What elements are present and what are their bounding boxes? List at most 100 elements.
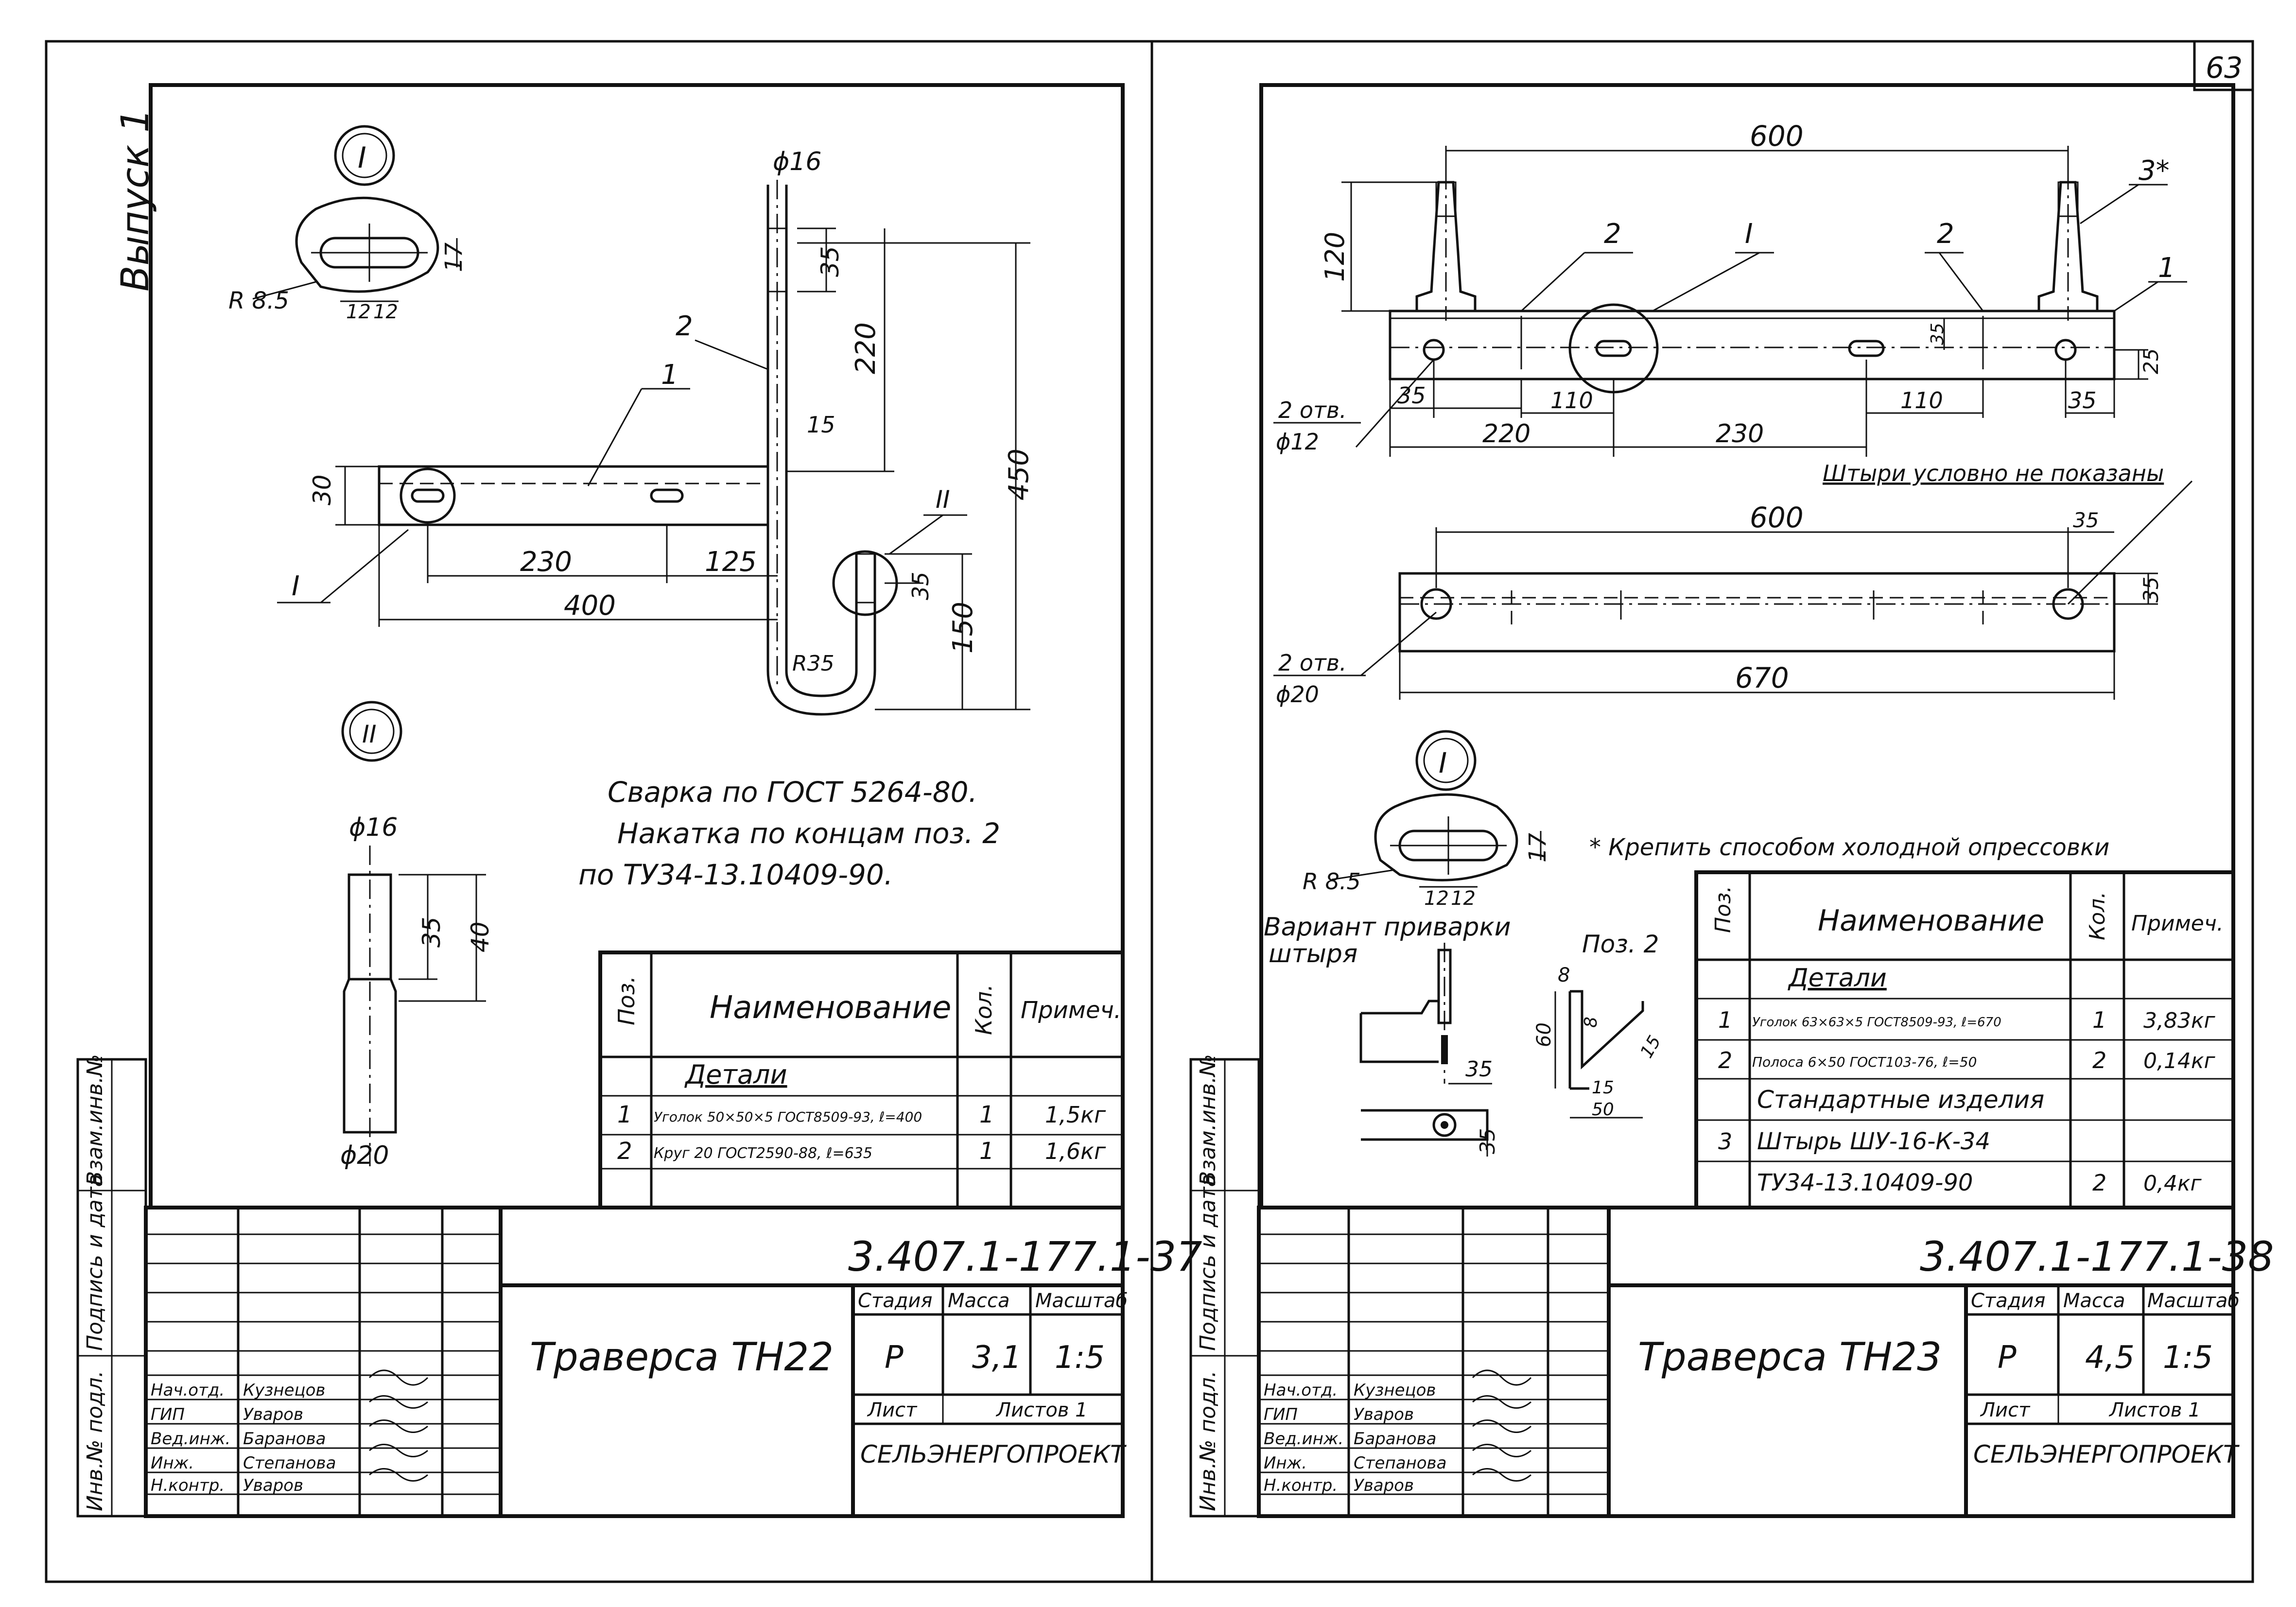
- table-cell: 3,83кг: [2143, 1008, 2216, 1033]
- table-cell: 1: [979, 1101, 994, 1128]
- stamp-label: Листов 1: [995, 1399, 1088, 1421]
- name-label: Степанова: [1354, 1453, 1446, 1473]
- note-line: Поз. 2: [1582, 930, 1659, 958]
- view-I-detail-right: I 17 R 8.5 12 12: [1303, 730, 1551, 910]
- dim-label: 600: [1750, 501, 1804, 534]
- stamp-value: 3,1: [972, 1340, 1022, 1376]
- name-label: Уваров: [243, 1476, 303, 1495]
- table-cell: 1: [2092, 1007, 2106, 1033]
- table-section: Детали: [684, 1059, 787, 1090]
- dim-label: 35: [2139, 577, 2163, 603]
- view-label: I: [1439, 746, 1447, 779]
- table-cell: Уголок 50×50×5 ГОСТ8509-93, ℓ=400: [654, 1109, 922, 1125]
- signature: [1472, 1369, 1532, 1386]
- stamp-label: Стадия: [858, 1290, 932, 1312]
- dim-label: 35: [1465, 1057, 1493, 1082]
- signature: [1472, 1468, 1531, 1482]
- note-line: Штыри условно не показаны: [1823, 460, 2164, 486]
- dim-label: 17: [1524, 832, 1551, 863]
- drawing-title: Траверса ТН22: [530, 1334, 834, 1380]
- table-cell: 1,6кг: [1045, 1138, 1106, 1164]
- dim-label: ϕ16: [773, 147, 821, 176]
- role-label: Вед.инж.: [1264, 1429, 1343, 1449]
- table-cell: 1: [979, 1138, 994, 1165]
- left-sheet: Инв.№ подл. Подпись и дата Взам.инв.№ I …: [76, 83, 1202, 1518]
- role-label: ГИП: [151, 1405, 185, 1424]
- note-line: Вариант приварки: [1264, 913, 1511, 942]
- table-cell: 2: [2092, 1170, 2106, 1196]
- dim-label: II: [936, 485, 950, 514]
- dim-label: 1: [661, 359, 678, 391]
- table-cell: Круг 20 ГОСТ2590-88, ℓ=635: [654, 1145, 872, 1162]
- right-sheet: Инв.№ подл. Подпись и дата Взам.инв.№: [1189, 83, 2274, 1518]
- note-line: * Крепить способом холодной опрессовки: [1589, 834, 2109, 861]
- left-title-block: Нач.отд. ГИП Вед.инж. Инж. Н.контр. Кузн…: [144, 1206, 1202, 1518]
- dim-label: 2 отв.: [1278, 397, 1347, 423]
- table-cell: 1,5кг: [1045, 1102, 1106, 1128]
- table-header: Кол.: [971, 984, 997, 1035]
- table-header: Кол.: [2085, 892, 2110, 940]
- dim-label: 230: [1716, 419, 1764, 449]
- dim-label: 220: [1482, 419, 1531, 449]
- dim-label: 8: [1581, 1017, 1601, 1028]
- dim-label: 15: [1592, 1078, 1614, 1098]
- role-label: Вед.инж.: [151, 1429, 230, 1449]
- dim-label: 110: [1550, 387, 1593, 414]
- table-cell: 2: [1718, 1047, 1732, 1073]
- table-cell: 3: [1718, 1128, 1732, 1155]
- name-label: Кузнецов: [243, 1381, 325, 1400]
- stamp-label: Лист: [867, 1399, 918, 1421]
- role-label: Нач.отд.: [151, 1381, 225, 1400]
- name-label: Баранова: [1354, 1429, 1436, 1449]
- role-label: Н.контр.: [151, 1476, 225, 1495]
- table-cell: 2: [2092, 1047, 2106, 1073]
- table-cell: Штырь ШУ-16-К-34: [1757, 1128, 1990, 1155]
- dim-label: 670: [1735, 661, 1789, 694]
- role-label: Нач.отд.: [1264, 1381, 1338, 1400]
- table-header: Примеч.: [2131, 911, 2224, 936]
- table-cell: 0,14кг: [2143, 1049, 2216, 1073]
- stamp-label: Лист: [1980, 1399, 2031, 1421]
- table-header: Наименование: [1818, 904, 2044, 938]
- dim-label: 35: [2068, 387, 2097, 414]
- table-cell: Полоса 6×50 ГОСТ103-76, ℓ=50: [1752, 1054, 1977, 1070]
- left-side-stamp: Инв.№ подл. Подпись и дата Взам.инв.№: [76, 1054, 147, 1518]
- name-label: Уваров: [1354, 1405, 1414, 1424]
- dim-label: ϕ20: [1276, 681, 1319, 708]
- table-header: Поз.: [613, 976, 640, 1025]
- dim-label: 1: [2158, 252, 2175, 284]
- right-title-block: Нач.отд. ГИП Вед.инж. Инж. Н.контр. Кузн…: [1257, 1206, 2274, 1518]
- dim-label: 50: [1592, 1100, 1614, 1120]
- table-cell: 1: [1718, 1007, 1732, 1033]
- table-section: Стандартные изделия: [1757, 1086, 2044, 1114]
- stamp-value: 1:5: [1055, 1340, 1105, 1376]
- right-spec-table: Поз. Наименование Кол. Примеч. Детали 1 …: [1694, 870, 2235, 1210]
- dim-label: 30: [308, 474, 336, 505]
- note-line: по ТУ34-13.10409-90.: [578, 858, 893, 891]
- dim-label: 12: [1451, 887, 1476, 910]
- role-label: Инж.: [151, 1453, 194, 1473]
- side-label: Инв.№ подл.: [1196, 1370, 1220, 1511]
- dim-label: 35: [417, 916, 446, 948]
- signature: [369, 1419, 428, 1433]
- dim-label: 150: [947, 602, 979, 654]
- dim-label: 8: [1558, 964, 1570, 986]
- dim-label: 35: [907, 571, 934, 600]
- dim-label: 2: [676, 311, 693, 342]
- crossarm-front-view: 600 120 2 I 2 3* 1 35 25: [1273, 120, 2187, 486]
- name-label: Баранова: [243, 1429, 326, 1449]
- dim-label: 220: [850, 322, 882, 374]
- table-cell: 1: [617, 1101, 632, 1128]
- signature: [369, 1395, 428, 1409]
- signature: [1472, 1395, 1531, 1409]
- dim-label: 35: [1928, 323, 1948, 345]
- name-label: Кузнецов: [1354, 1381, 1436, 1400]
- role-label: Инж.: [1264, 1453, 1307, 1473]
- side-label: Взам.инв.№: [1196, 1054, 1220, 1186]
- view-label: II: [362, 720, 377, 748]
- dim-label: 25: [2139, 348, 2163, 374]
- drawing-code: 3.407.1-177.1-38: [1920, 1233, 2274, 1280]
- table-cell: Уголок 63×63×5 ГОСТ8509-93, ℓ=670: [1752, 1015, 2001, 1030]
- view-I-detail: I 17 R 8.5 12 12: [228, 125, 468, 323]
